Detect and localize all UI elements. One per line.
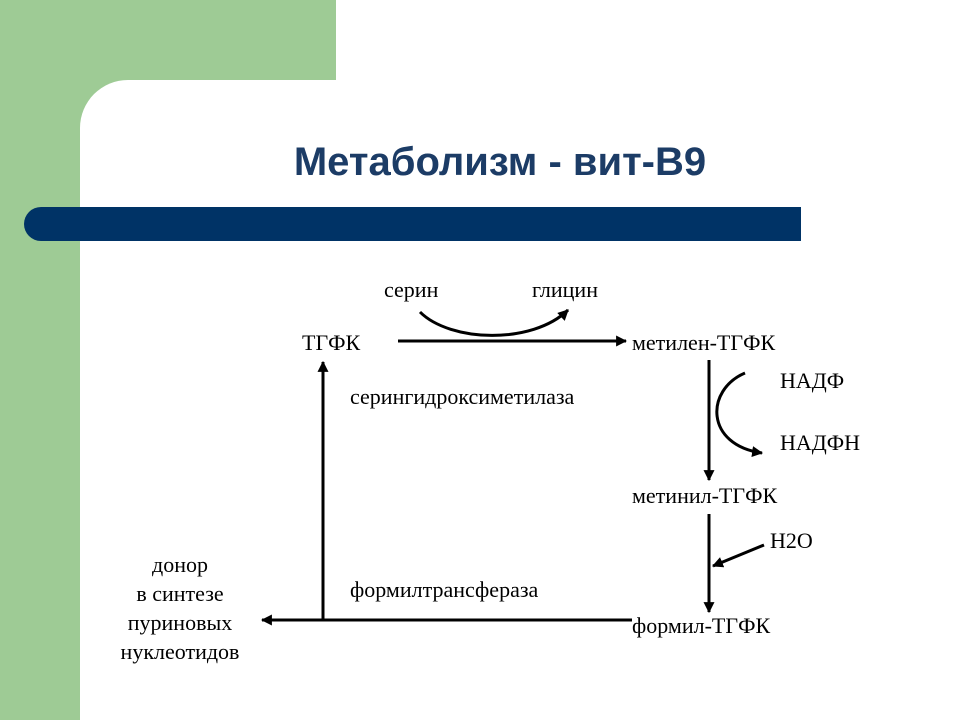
- node-methylene-tgfk: метилен-ТГФК: [632, 330, 775, 355]
- slide-title: Метаболизм - вит-В9: [293, 140, 707, 184]
- arrow-water-in: [711, 543, 765, 568]
- donor-line: нуклеотидов: [121, 639, 240, 664]
- label-water: Н2О: [770, 528, 813, 553]
- arrow-serine-to-glycine: [418, 308, 570, 337]
- node-tgfk: ТГФК: [302, 330, 361, 355]
- content-panel: [80, 80, 960, 720]
- node-formyl-tgfk: формил-ТГФК: [632, 613, 770, 638]
- label-nadp: НАДФ: [780, 368, 844, 393]
- node-methenyl-tgfk: метинил-ТГФК: [632, 483, 777, 508]
- title-underline-bar: [24, 207, 801, 241]
- donor-line: в синтезе: [136, 581, 223, 606]
- donor-line: пуриновых: [128, 610, 233, 635]
- label-nadph: НАДФН: [780, 430, 860, 455]
- label-serine: серин: [384, 277, 439, 302]
- arrow-nadp-to-nadph: [715, 371, 764, 458]
- enzyme-serine-hydroxymethylase: серингидроксиметилаза: [350, 384, 575, 409]
- label-glycine: глицин: [532, 277, 598, 302]
- enzyme-formyltransferase: формилтрансфераза: [350, 577, 539, 602]
- donor-line: донор: [152, 552, 208, 577]
